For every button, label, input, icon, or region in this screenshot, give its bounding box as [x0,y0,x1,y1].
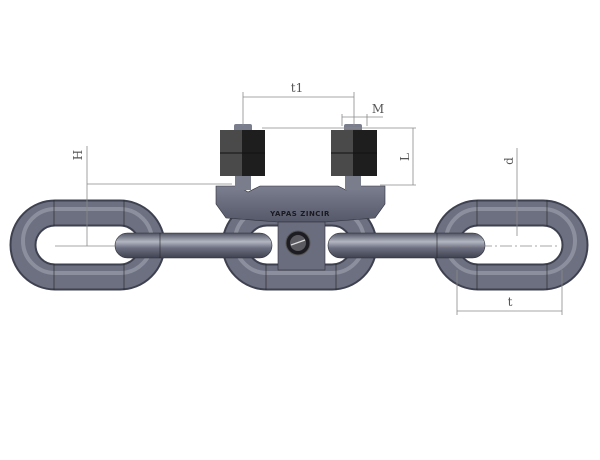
dimension-M: M [341,102,384,126]
dimension-t: t [456,270,563,315]
bolt-left [220,124,265,190]
svg-text:t: t [508,295,513,309]
brand-label: YAPAS ZINCIR [269,210,330,218]
dimension-L: L [262,127,416,186]
chain-link-side-left [114,232,273,259]
dimension-t1: t1 [242,81,355,126]
svg-text:d: d [502,157,516,165]
svg-text:M: M [372,102,384,116]
svg-text:L: L [398,153,412,161]
bolt-right [331,124,377,190]
dimension-H: H [55,146,232,247]
chain-link-side-right [327,232,486,259]
svg-text:t1: t1 [291,81,303,95]
clamp-connector: YAPAS ZINCIR [215,185,386,271]
dimension-d: d [440,148,560,247]
svg-text:H: H [71,150,85,160]
